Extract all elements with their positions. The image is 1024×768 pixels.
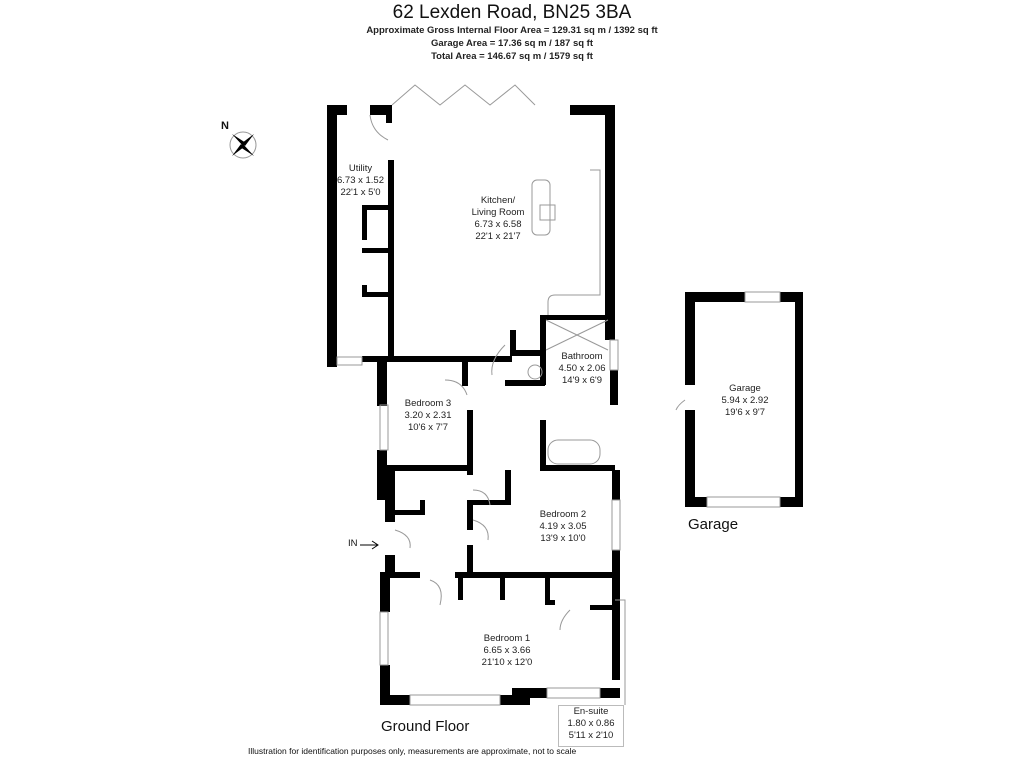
floor-name-garage: Garage (688, 516, 739, 533)
room-imperial: 21'10 x 12'0 (481, 657, 533, 668)
room-metric: 1.80 x 0.86 (567, 718, 615, 729)
room-label-bedroom-3: Bedroom 3 3.20 x 2.31 10'6 x 7'7 (398, 398, 458, 434)
room-name: Bedroom 1 (483, 633, 531, 644)
room-metric: 6.65 x 3.66 (483, 645, 531, 656)
room-imperial: 19'6 x 9'7 (724, 407, 766, 418)
room-label-bathroom: Bathroom 4.50 x 2.06 14'9 x 6'9 (552, 351, 612, 387)
ensuite-callout (558, 705, 624, 747)
room-imperial: 22'1 x 5'0 (340, 187, 381, 198)
room-label-ensuite: En-suite 1.80 x 0.86 5'11 x 2'10 (558, 706, 624, 742)
floor-name-ground: Ground Floor (381, 718, 470, 735)
room-metric: 4.50 x 2.06 (558, 363, 606, 374)
room-name: Utility (348, 163, 373, 174)
room-metric: 3.20 x 2.31 (404, 410, 452, 421)
north-compass-label: N (221, 120, 229, 132)
room-name: Garage (729, 383, 761, 394)
room-imperial: 10'6 x 7'7 (407, 422, 449, 433)
garage-area-text: Garage Area = 17.36 sq m / 187 sq ft (430, 38, 594, 49)
property-address-title: 62 Lexden Road, BN25 3BA (392, 2, 632, 23)
room-label-utility: Utility 6.73 x 1.52 22'1 x 5'0 (333, 163, 388, 199)
room-name: Kitchen/ (480, 195, 516, 206)
room-imperial: 13'9 x 10'0 (540, 533, 586, 544)
room-metric: 6.73 x 6.58 (474, 219, 522, 230)
room-name: Bedroom 2 (539, 509, 587, 520)
room-metric: 6.73 x 1.52 (336, 175, 384, 186)
room-imperial: 14'9 x 6'9 (561, 375, 603, 386)
room-metric: 4.19 x 3.05 (539, 521, 587, 532)
room-label-bedroom-1: Bedroom 1 6.65 x 3.66 21'10 x 12'0 (472, 633, 542, 669)
floor-area-text: Approximate Gross Internal Floor Area = … (366, 25, 658, 36)
disclaimer-text: Illustration for identification purposes… (248, 746, 577, 756)
room-name: Bathroom (561, 351, 603, 362)
entrance-label: IN (348, 538, 358, 549)
room-label-kitchen: Kitchen/ Living Room 6.73 x 6.58 22'1 x … (458, 195, 538, 243)
total-area-text: Total Area = 146.67 sq m / 1579 sq ft (431, 51, 593, 62)
room-label-garage: Garage 5.94 x 2.92 19'6 x 9'7 (715, 383, 775, 419)
room-label-bedroom-2: Bedroom 2 4.19 x 3.05 13'9 x 10'0 (528, 509, 598, 545)
room-name-2: Living Room (471, 207, 525, 218)
room-imperial: 5'11 x 2'10 (568, 730, 614, 741)
room-imperial: 22'1 x 21'7 (475, 231, 521, 242)
room-name: En-suite (573, 706, 609, 717)
room-metric: 5.94 x 2.92 (721, 395, 769, 406)
room-name: Bedroom 3 (404, 398, 452, 409)
